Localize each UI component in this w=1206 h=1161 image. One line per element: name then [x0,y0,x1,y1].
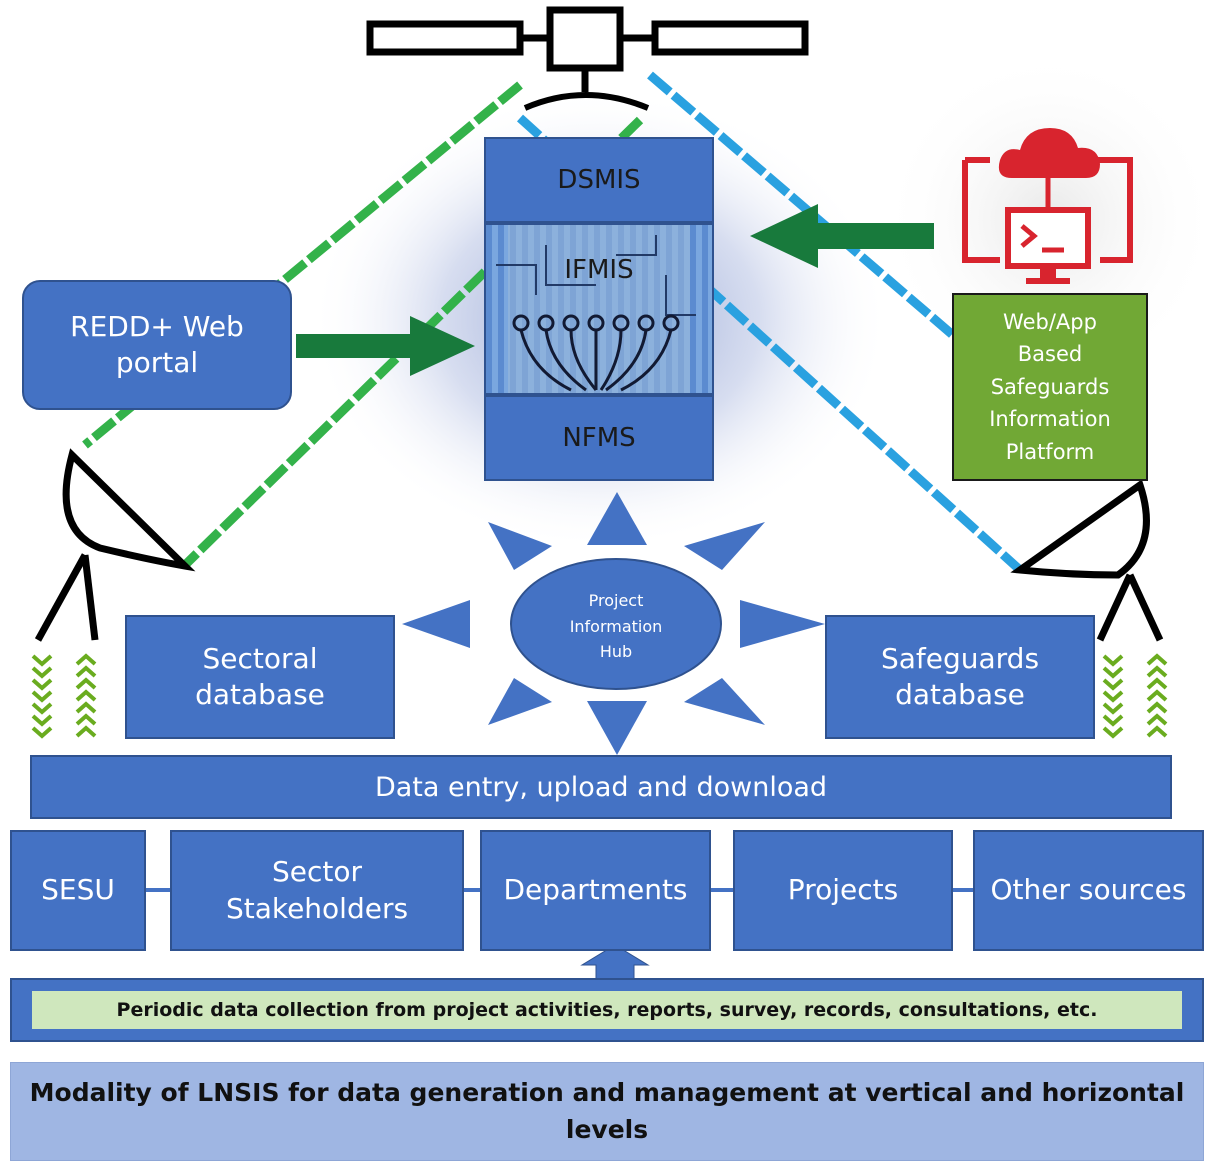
satellite-icon [366,6,809,111]
safeguards-database-label: Safeguards database [880,641,1040,711]
system-stack: DSMIS IFMIS NFMS [484,137,714,481]
satellite-dish-icon [34,448,196,642]
platform-to-stack-arrow [750,204,934,268]
redd-web-portal-box: REDD+ Web portal [22,280,292,410]
source-label: SESU [41,873,115,907]
dsmis-box: DSMIS [484,137,714,223]
cloud-computer-icon [962,128,1133,284]
source-departments-box: Departments [480,830,711,951]
hub-ellipse [510,558,722,690]
source-label: Sector Stakeholders [225,855,409,925]
sectoral-database-label: Sectoral database [195,641,325,711]
redd-web-portal-label: REDD+ Web portal [70,309,244,379]
download-chevrons-left [31,654,53,739]
source-label: Other sources [990,873,1187,907]
periodic-collection-label: Periodic data collection from project ac… [116,999,1098,1021]
satellite-dish-icon [1010,479,1164,642]
ifmis-panel: IFMIS [484,223,714,395]
safeguards-platform-box: Web/App Based Safeguards Information Pla… [952,293,1148,481]
ifmis-label: IFMIS [564,255,634,285]
periodic-collection-strip: Periodic data collection from project ac… [32,991,1182,1029]
portal-to-stack-arrow [296,316,475,376]
source-other-sources-box: Other sources [973,830,1204,951]
periodic-collection-bar: Periodic data collection from project ac… [10,978,1204,1042]
source-sector-stakeholders-box: Sector Stakeholders [170,830,464,951]
nfms-label: NFMS [562,423,636,453]
caption-banner: Modality of LNSIS for data generation an… [10,1062,1204,1161]
upload-chevrons-left [75,653,97,738]
safeguards-platform-label: Web/App Based Safeguards Information Pla… [989,309,1111,464]
caption-label: Modality of LNSIS for data generation an… [29,1078,1185,1144]
dsmis-label: DSMIS [557,165,641,195]
sectoral-database-box: Sectoral database [125,615,395,739]
nfms-box: NFMS [484,395,714,481]
upload-chevrons-right [1146,653,1168,738]
project-information-hub-label: Project Information Hub [569,591,663,662]
data-entry-bar: Data entry, upload and download [30,755,1172,819]
source-label: Departments [503,873,688,907]
download-chevrons-right [1102,654,1124,739]
source-sesu-box: SESU [10,830,146,951]
safeguards-database-box: Safeguards database [825,615,1095,739]
hub-rays [402,492,825,755]
source-label: Projects [787,873,899,907]
data-entry-label: Data entry, upload and download [374,771,828,803]
source-projects-box: Projects [733,830,953,951]
